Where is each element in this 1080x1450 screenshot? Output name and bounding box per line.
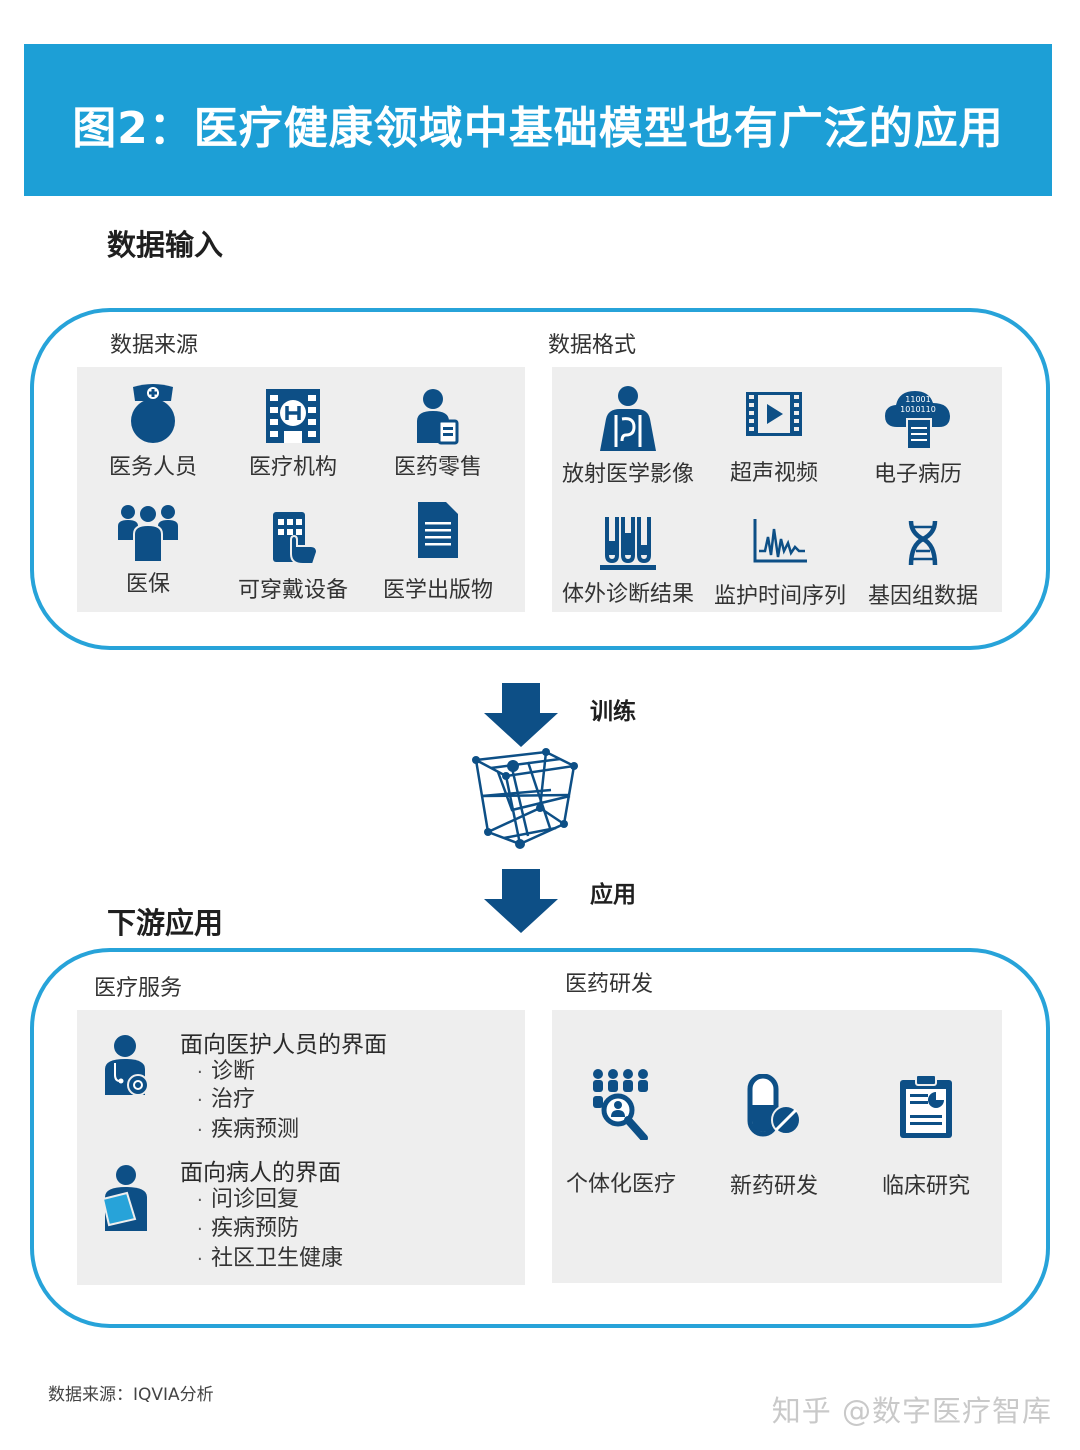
format-monitoring: 监护时间序列	[705, 517, 855, 610]
pill-icon	[747, 1074, 801, 1137]
source-publication: 医学出版物	[376, 500, 500, 604]
format-label: 超声视频	[729, 461, 818, 486]
data-input-heading: 数据输入	[107, 228, 224, 262]
source-insurance: 医保	[93, 500, 203, 598]
format-genomic: 基因组数据	[860, 519, 986, 610]
personalized-icon	[593, 1069, 648, 1140]
source-pharmacy: 医药零售	[383, 387, 493, 481]
source-note: 数据来源：IQVIA分析	[48, 1385, 214, 1405]
source-label: 可穿戴设备	[237, 578, 348, 603]
source-label: 医药零售	[393, 455, 482, 480]
header-banner: 图2：医疗健康领域中基础模型也有广泛的应用	[24, 44, 1052, 196]
rnd-clinical-research: 临床研究	[870, 1074, 982, 1200]
rnd-personalized: 个体化医疗	[556, 1068, 686, 1198]
downstream-heading: 下游应用	[107, 906, 224, 940]
source-label: 医保	[125, 572, 170, 597]
rnd-new-drug: 新药研发	[718, 1074, 830, 1200]
format-ivd: 体外诊断结果	[553, 515, 703, 608]
rnd-label: 个体化医疗	[565, 1172, 676, 1197]
apply-arrow-icon	[484, 869, 558, 933]
format-label: 体外诊断结果	[561, 582, 694, 607]
doctor-icon	[105, 1035, 149, 1096]
format-label: 基因组数据	[867, 584, 978, 609]
patient-icon	[101, 1165, 147, 1231]
format-ehr: 11001 1010110 电子病历	[862, 385, 974, 488]
rnd-label: 临床研究	[881, 1174, 970, 1199]
hospital-icon	[266, 389, 320, 443]
data-sources-label: 数据来源	[110, 333, 199, 358]
source-label: 医务人员	[108, 455, 197, 480]
pharma-rnd-box	[552, 1010, 1002, 1283]
source-wearable: 可穿戴设备	[228, 510, 358, 604]
train-arrow-icon	[484, 683, 558, 747]
train-label: 训练	[590, 699, 636, 725]
pharma-rnd-label: 医药研发	[565, 972, 654, 997]
data-formats-label: 数据格式	[548, 333, 637, 358]
format-ultrasound-video: 超声视频	[718, 391, 830, 487]
patient-bullet: ·疾病预防	[197, 1216, 300, 1241]
document-icon	[418, 502, 458, 558]
page-title: 图2：医疗健康领域中基础模型也有广泛的应用	[72, 103, 1004, 154]
patient-bullet: ·社区卫生健康	[197, 1246, 344, 1271]
pharmacist-icon	[417, 389, 459, 445]
waveform-icon	[753, 519, 807, 563]
video-icon	[746, 392, 802, 436]
watermark: 知乎 @数字医疗智库	[771, 1394, 1052, 1428]
format-label: 电子病历	[873, 462, 962, 487]
nurse-icon	[131, 384, 175, 443]
medical-services-label: 医疗服务	[94, 976, 183, 1001]
rnd-label: 新药研发	[729, 1174, 818, 1199]
test-tubes-icon	[600, 517, 656, 570]
group-icon	[118, 504, 178, 562]
clinician-bullet: ·诊断	[197, 1059, 256, 1084]
clinician-bullet: ·治疗	[197, 1087, 256, 1112]
clinician-interface-title: 面向医护人员的界面	[180, 1032, 387, 1058]
format-radiology: 放射医学影像	[553, 385, 703, 488]
ehr-cloud-text-1: 11001	[905, 395, 930, 404]
source-medical-staff: 医务人员	[98, 383, 208, 481]
source-label: 医学出版物	[382, 578, 493, 603]
apply-label: 应用	[590, 882, 636, 908]
dna-icon	[908, 520, 938, 566]
ehr-cloud-text-2: 1010110	[900, 405, 936, 414]
source-label: 医疗机构	[248, 455, 337, 480]
radiology-icon	[600, 386, 656, 451]
ehr-cloud-icon: 11001 1010110	[885, 391, 950, 450]
format-label: 放射医学影像	[561, 462, 694, 487]
format-label: 监护时间序列	[713, 584, 846, 609]
wearable-icon	[273, 512, 319, 565]
model-cube-icon	[471, 748, 579, 849]
patient-interface-title: 面向病人的界面	[180, 1160, 341, 1186]
clipboard-icon	[900, 1074, 952, 1138]
source-institution: 医疗机构	[238, 387, 348, 481]
clinician-bullet: ·疾病预测	[197, 1117, 300, 1142]
medical-services-box	[77, 1010, 525, 1285]
patient-bullet: ·问诊回复	[197, 1187, 300, 1212]
